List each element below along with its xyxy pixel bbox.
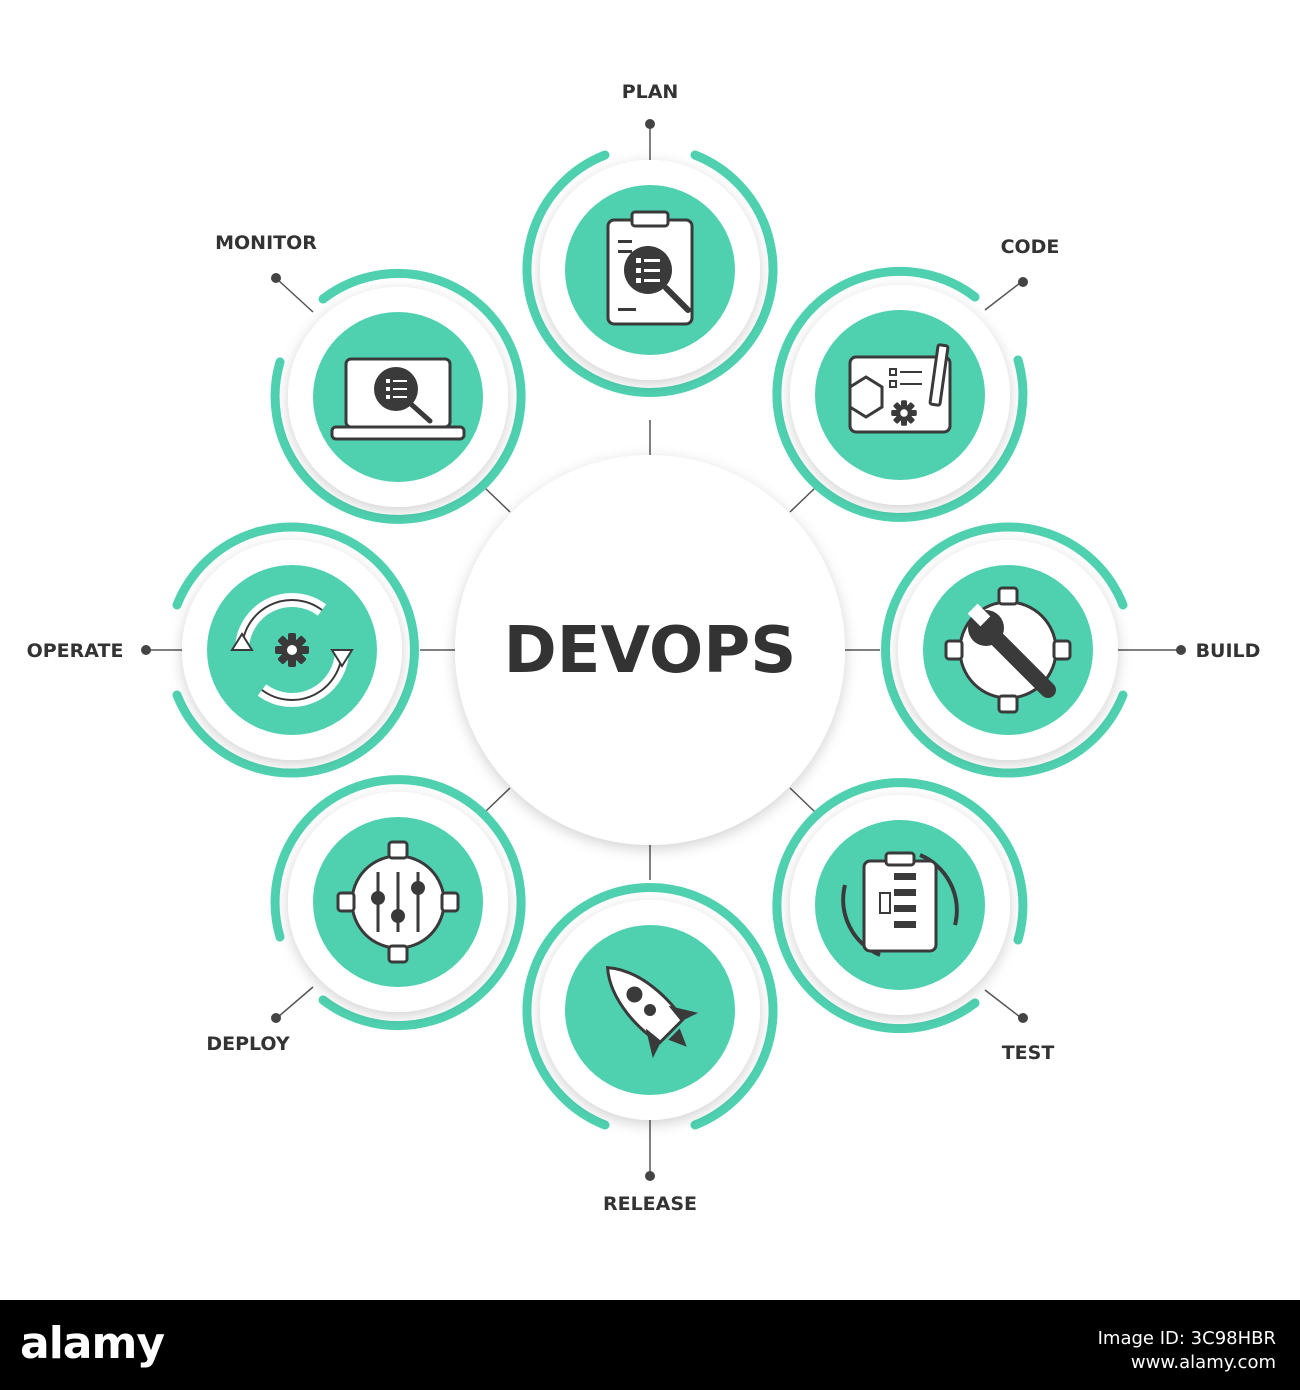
- stage-monitor[interactable]: MONITOR: [215, 232, 526, 524]
- center-title: DEVOPS: [504, 614, 797, 688]
- spoke-lines: [420, 420, 880, 880]
- stage-label-test: TEST: [1002, 1042, 1055, 1064]
- gear-sliders-icon: [336, 840, 460, 964]
- laptop-search-icon: [330, 357, 466, 441]
- blueprint-code-icon: [848, 343, 952, 434]
- stage-operate[interactable]: OPERATE: [27, 522, 419, 778]
- image-id: Image ID: 3C98HBR: [1097, 1328, 1276, 1349]
- stage-label-build: BUILD: [1196, 640, 1261, 662]
- devops-cycle-diagram: DEVOPS PLAN: [27, 81, 1261, 1215]
- stage-code[interactable]: CODE: [772, 236, 1060, 522]
- stage-label-deploy: DEPLOY: [206, 1033, 290, 1055]
- footer-url: www.alamy.com: [1130, 1352, 1276, 1373]
- clipboard-flow-icon: [841, 851, 959, 957]
- stage-label-plan: PLAN: [622, 81, 679, 103]
- stage-release[interactable]: RELEASE: [522, 883, 778, 1215]
- gear-wrench-icon: [944, 586, 1072, 714]
- stage-label-code: CODE: [1001, 236, 1060, 258]
- stage-deploy[interactable]: DEPLOY: [206, 775, 526, 1055]
- stage-test[interactable]: TEST: [772, 778, 1055, 1064]
- cycle-gear-icon: [230, 593, 354, 707]
- stage-label-release: RELEASE: [603, 1193, 697, 1215]
- rocket-icon: [605, 965, 699, 1059]
- clipboard-search-icon: [606, 210, 694, 326]
- alamy-logo: alamy: [20, 1318, 165, 1369]
- stage-label-monitor: MONITOR: [215, 232, 317, 254]
- watermark-footer: alamy Image ID: 3C98HBR www.alamy.com: [0, 1300, 1300, 1390]
- stage-label-operate: OPERATE: [27, 640, 124, 662]
- stage-plan[interactable]: PLAN: [522, 81, 778, 397]
- center-hub: DEVOPS: [455, 455, 845, 845]
- stage-build[interactable]: BUILD: [881, 522, 1261, 778]
